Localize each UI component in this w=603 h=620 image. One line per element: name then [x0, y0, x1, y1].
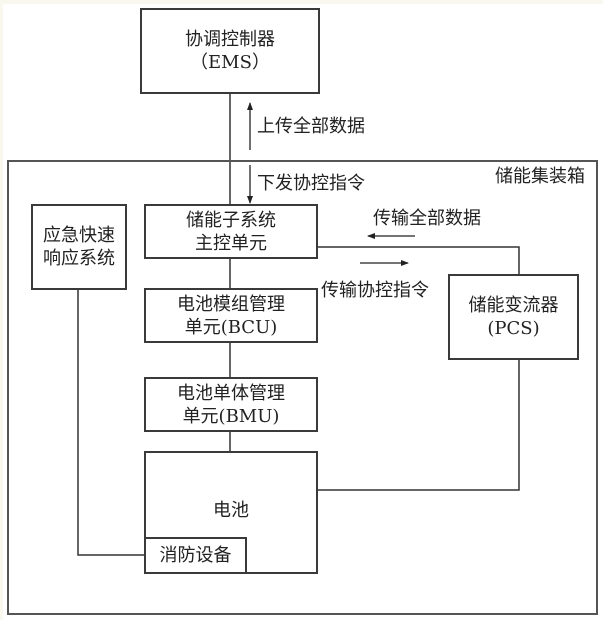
- fire-equipment-node: 消防设备: [144, 537, 247, 574]
- issue-label: 下发协控指令: [257, 173, 365, 194]
- bcu-node: 电池模组管理 单元(BCU): [144, 288, 318, 343]
- main-pcs-line: [316, 246, 520, 274]
- container-box: [7, 160, 598, 615]
- main-control-node: 储能子系统 主控单元: [144, 204, 318, 259]
- pcs-node: 储能变流器 (PCS): [448, 274, 579, 360]
- fire-label: 消防设备: [159, 545, 232, 566]
- battery-label: 电池: [213, 500, 249, 521]
- diagram-canvas: 储能集装箱 协调控制器 （EMS） 上传全部数据 下发协控指令 应急快速 响应系…: [3, 4, 603, 620]
- emergency-node: 应急快速 响应系统: [31, 204, 127, 290]
- pcs-line2: (PCS): [487, 318, 540, 339]
- ems-node: 协调控制器 （EMS）: [140, 8, 320, 94]
- pcs-battery-line: [316, 358, 520, 491]
- container-label: 储能集装箱: [495, 166, 585, 187]
- main-control-line1: 储能子系统: [186, 209, 276, 231]
- transmit-data-label: 传输全部数据: [373, 208, 481, 229]
- bcu-line1: 电池模组管理: [177, 293, 285, 315]
- bmu-line2: 单元(BMU): [182, 405, 280, 427]
- bcu-line2: 单元(BCU): [184, 316, 278, 338]
- pcs-line1: 储能变流器: [468, 295, 559, 316]
- emergency-fire-line: [77, 288, 144, 556]
- connectors: [77, 92, 520, 556]
- transmit-command-label: 传输协控指令: [321, 280, 429, 301]
- ems-title: 协调控制器: [185, 29, 275, 50]
- emergency-line1: 应急快速: [43, 225, 115, 246]
- emergency-line2: 响应系统: [43, 248, 115, 269]
- upload-label: 上传全部数据: [257, 116, 365, 137]
- bmu-node: 电池单体管理 单元(BMU): [144, 377, 318, 432]
- main-control-line2: 主控单元: [195, 232, 267, 254]
- ems-abbr: （EMS）: [190, 52, 270, 73]
- bmu-line1: 电池单体管理: [177, 382, 285, 404]
